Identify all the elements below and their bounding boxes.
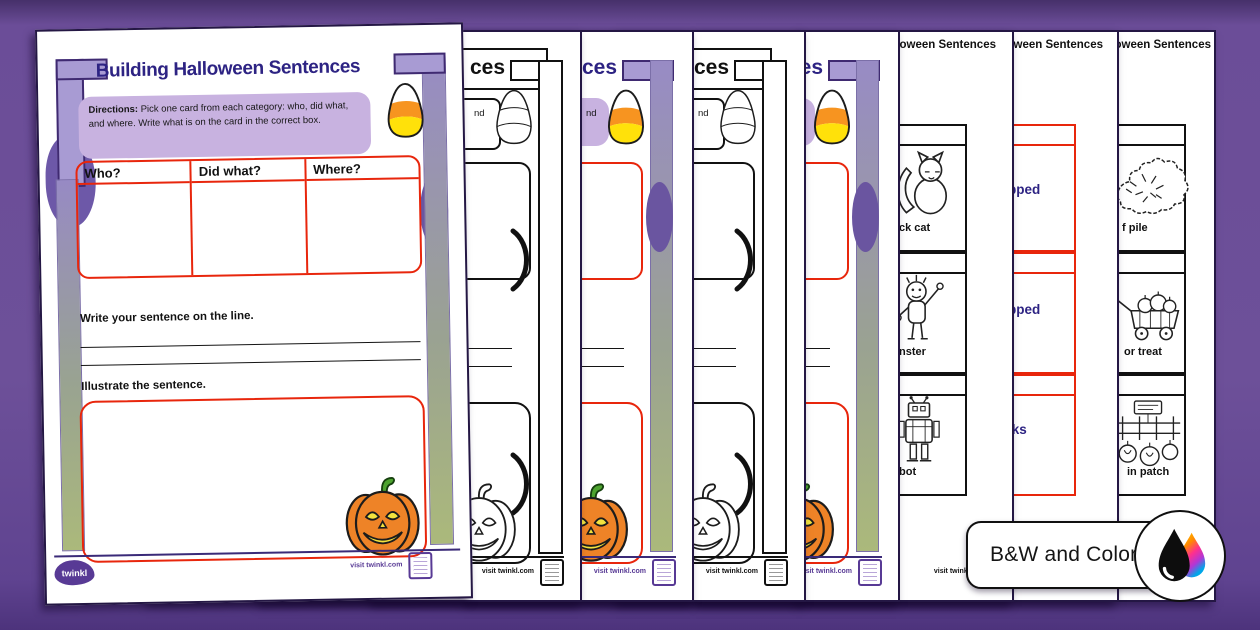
droplet-glyphs bbox=[1158, 528, 1206, 582]
table-column-did-what: Did what? bbox=[189, 159, 306, 276]
bar-blob-decoration bbox=[646, 182, 673, 252]
card-label: or treat bbox=[1124, 346, 1162, 358]
card-page-header: lloween Sentences bbox=[1108, 39, 1211, 51]
page-title-fragment: ces bbox=[694, 56, 730, 79]
visit-link-text: visit twinkl.com bbox=[933, 568, 986, 575]
ink-droplets-icon bbox=[1134, 510, 1226, 602]
jack-o-lantern-icon bbox=[336, 473, 429, 559]
directions-label: Directions: bbox=[88, 103, 139, 116]
page-title: Building Halloween Sentences bbox=[95, 56, 361, 82]
column-header: Did what? bbox=[191, 159, 305, 184]
footer-badge bbox=[540, 559, 564, 586]
action-word-fragment: pped bbox=[1008, 302, 1041, 317]
candy-corn-icon bbox=[604, 88, 648, 146]
bar-blob-decoration bbox=[852, 182, 879, 252]
candy-corn-icon bbox=[716, 88, 760, 146]
side-bar-decoration bbox=[538, 60, 563, 554]
twinkl-cloud-logo: twinkl bbox=[54, 559, 95, 586]
write-sentence-prompt: Write your sentence on the line. bbox=[79, 310, 254, 326]
black-cat-image bbox=[890, 146, 958, 220]
card-label: nster bbox=[899, 346, 926, 358]
candy-corn-icon bbox=[492, 88, 536, 146]
card-label: ck cat bbox=[899, 222, 931, 234]
directions-text-fragment: nd bbox=[474, 108, 485, 119]
side-bar-decoration bbox=[762, 60, 787, 554]
visit-link-text: visit twinkl.com bbox=[705, 568, 758, 575]
sentence-line bbox=[80, 341, 421, 349]
footer-badge bbox=[652, 559, 676, 586]
directions-text-fragment: nd bbox=[586, 108, 597, 119]
card-label: bot bbox=[899, 466, 917, 478]
card-page-header: lloween Sentences bbox=[893, 39, 996, 51]
visit-link-text: visit twinkl.com bbox=[350, 561, 403, 570]
directions-text-fragment: nd bbox=[698, 108, 709, 119]
leaf-pile-image bbox=[1108, 148, 1190, 218]
card-page-header: lloween Sentences bbox=[1000, 39, 1103, 51]
visit-link-text: visit twinkl.com bbox=[481, 568, 534, 575]
page-title-fragment: ces bbox=[470, 56, 506, 79]
visit-link-text: visit twinkl.com bbox=[799, 568, 852, 575]
card-label: in patch bbox=[1127, 466, 1170, 478]
page-title-fragment: ces bbox=[582, 56, 618, 79]
directions-box: Directions: Pick one card from each cate… bbox=[78, 91, 372, 160]
word-sort-table: Who? Did what? Where? bbox=[75, 155, 423, 280]
card-label: f pile bbox=[1122, 222, 1148, 234]
table-column-where: Where? bbox=[303, 157, 421, 274]
candy-corn-icon bbox=[383, 81, 428, 140]
footer-badge bbox=[764, 559, 788, 586]
side-bar-decoration bbox=[650, 60, 673, 552]
table-column-who: Who? bbox=[77, 161, 191, 277]
column-header: Who? bbox=[77, 161, 191, 186]
side-bar-decoration bbox=[856, 60, 879, 552]
corner-bracket bbox=[393, 52, 446, 75]
column-header: Where? bbox=[305, 157, 419, 182]
visit-link-text: visit twinkl.com bbox=[593, 568, 646, 575]
badge-label: B&W and Color bbox=[990, 543, 1138, 566]
illustrate-prompt: Illustrate the sentence. bbox=[81, 378, 206, 394]
action-word-fragment: pped bbox=[1008, 182, 1041, 197]
worksheet-page-front: Building Halloween Sentences Directions:… bbox=[35, 22, 473, 606]
footer-badge bbox=[408, 551, 433, 580]
sentence-line bbox=[80, 359, 421, 367]
footer-badge bbox=[858, 559, 882, 586]
candy-corn-icon bbox=[810, 88, 854, 146]
